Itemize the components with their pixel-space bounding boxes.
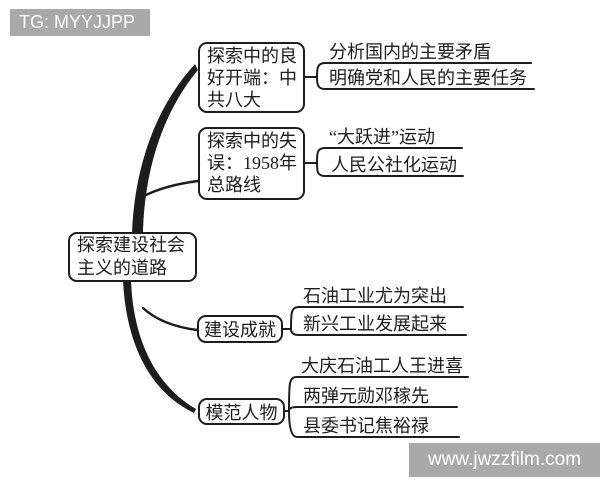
leaf-new-industry: 新兴工业发展起来 <box>303 314 447 334</box>
underline-leaf-2a <box>316 147 463 164</box>
leaf-jiao-yulu: 县委书记焦裕禄 <box>303 416 429 436</box>
underline-leaf-2b <box>316 162 464 177</box>
underline-leaf-4a <box>288 376 469 412</box>
leaf-great-leap: “大跃进”运动 <box>329 127 435 147</box>
branch-node-achievements: 建设成就 <box>197 315 283 343</box>
underline-leaf-4c <box>288 410 460 438</box>
underline-leaf-4b <box>288 406 458 412</box>
root-node: 探索建设社会 主义的道路 <box>68 232 197 282</box>
leaf-main-contradiction: 分析国内的主要矛盾 <box>329 42 491 62</box>
branch-node-role-models: 模范人物 <box>198 398 285 425</box>
leaf-main-task: 明确党和人民的主要任务 <box>329 68 527 88</box>
watermark-bottom: www.jwzzfilm.com <box>409 443 600 477</box>
leaf-deng-jiaxian: 两弹元勋邓稼先 <box>303 386 429 406</box>
underline-leaf-3b <box>290 328 467 336</box>
leaf-oil-industry: 石油工业尤为突出 <box>303 286 447 306</box>
trunk-lower <box>123 280 196 413</box>
watermark-top: TG: MYYJJPP <box>10 9 150 36</box>
offshoot-branch-3 <box>141 306 199 332</box>
underline-leaf-1b <box>316 76 535 90</box>
offshoot-branch-2 <box>140 179 200 199</box>
trunk-upper <box>132 64 198 234</box>
leaf-peoples-commune: 人民公社化运动 <box>331 155 457 175</box>
underline-leaf-3a <box>290 306 464 330</box>
branch-node-good-start: 探索中的良 好开端：中 共八大 <box>198 42 305 113</box>
branch-node-mistakes: 探索中的失 误：1958年 总路线 <box>198 127 305 200</box>
underline-leaf-1a <box>316 62 532 78</box>
leaf-wang-jinxi: 大庆石油工人王进喜 <box>301 356 463 376</box>
